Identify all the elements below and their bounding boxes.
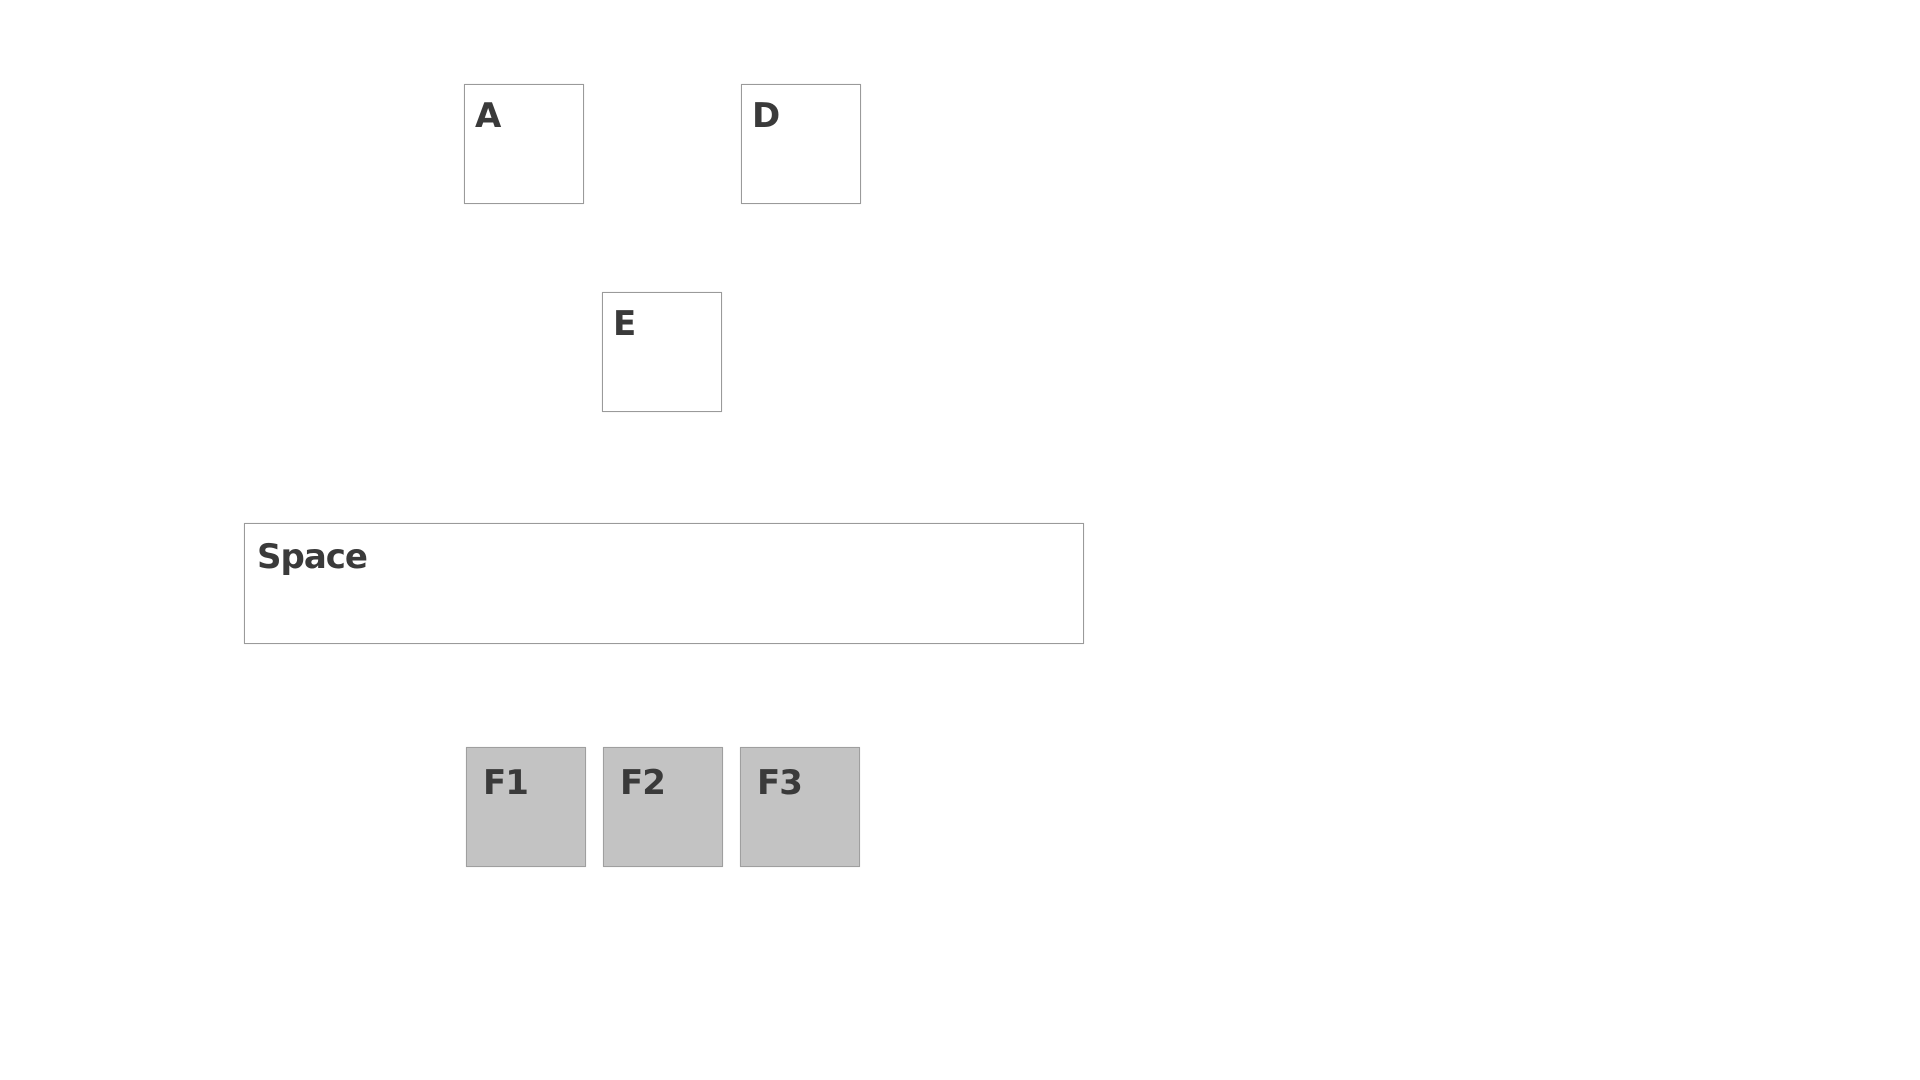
key-f2-label: F2 [620,763,666,803]
key-e-label: E [613,304,636,344]
key-f1-label: F1 [483,763,529,803]
key-f1[interactable]: F1 [466,747,586,867]
key-d-label: D [752,96,780,136]
key-f3-label: F3 [757,763,803,803]
key-space-label: Space [257,537,368,577]
key-a-label: A [475,96,501,136]
key-f2[interactable]: F2 [603,747,723,867]
key-space[interactable]: Space [244,523,1084,644]
key-e[interactable]: E [602,292,722,412]
key-a[interactable]: A [464,84,584,204]
key-f3[interactable]: F3 [740,747,860,867]
key-d[interactable]: D [741,84,861,204]
